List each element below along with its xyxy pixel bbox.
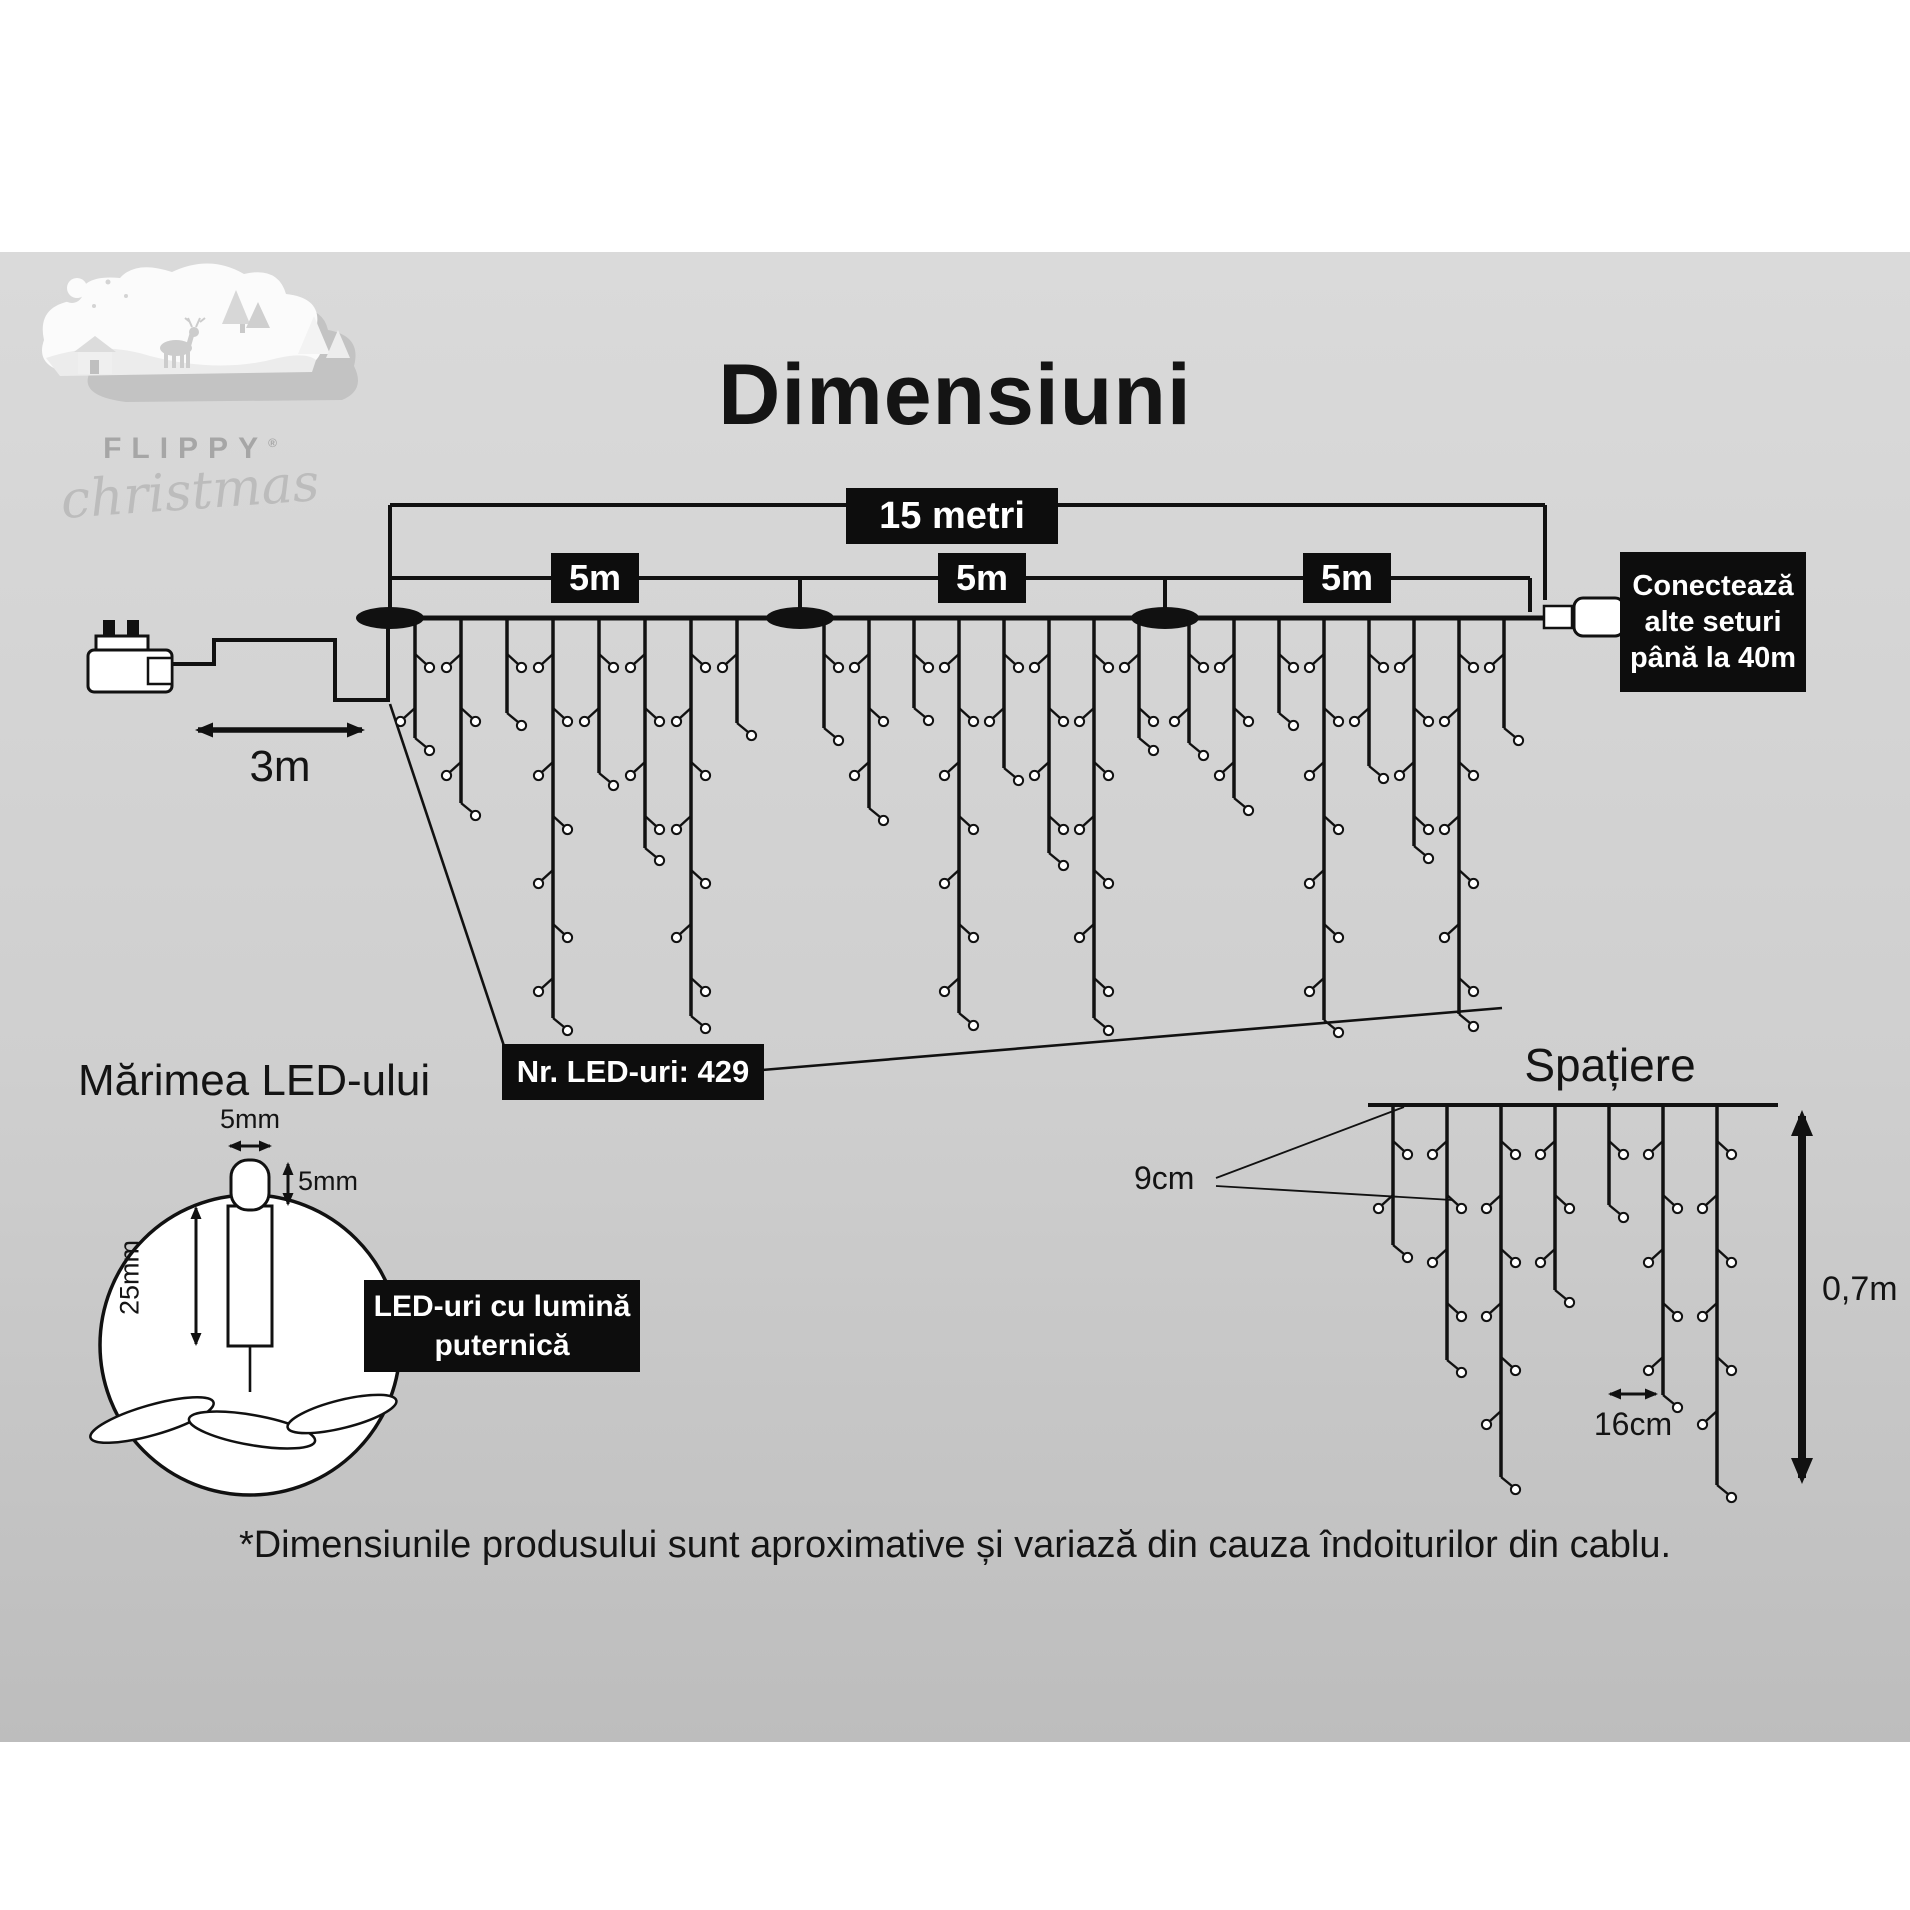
section-length-label-2: 5m: [938, 553, 1026, 603]
connector-ovals: [356, 607, 1199, 629]
led-callout-line: LED-uri cu lumină: [373, 1290, 631, 1323]
spacing-heading: Spațiere: [1524, 1039, 1696, 1091]
nine-cm-leaders: [1215, 1106, 1453, 1201]
dimension-arrows: [190, 1140, 294, 1346]
leader-lines: [388, 703, 1503, 1072]
disclaimer-note: *Dimensiunile produsului sunt aproximati…: [238, 1524, 1672, 1566]
horizontal-gap-label: 16cm: [1593, 1406, 1673, 1442]
total-length-label: 15 metri: [846, 488, 1058, 544]
power-plug-icon: [86, 620, 174, 694]
led-callout-line: puternică: [434, 1329, 570, 1362]
brand-logo: FLIPPY® christmas: [30, 262, 380, 562]
vertical-gap-label: 9cm: [1134, 1160, 1195, 1196]
lead-length-label: 3m: [249, 742, 311, 791]
cap-height-label: 5mm: [298, 1166, 358, 1196]
connector-note: Conectează alte seturi până la 40m: [1620, 552, 1806, 692]
winter-scene-illustration: [42, 263, 358, 402]
connector-note-line: până la 40m: [1629, 642, 1797, 675]
curtain-height-label: 0,7m: [1822, 1270, 1898, 1308]
deer-icon: [160, 317, 206, 368]
connector-note-line: alte seturi: [1644, 605, 1782, 638]
lead-cable: [172, 624, 390, 702]
section-length-label-1: 5m: [551, 553, 639, 603]
connector-note-line: Conectează: [1632, 569, 1794, 602]
icicle-drops: [394, 618, 1738, 1504]
led-bulb-drawing: [226, 1158, 274, 1348]
led-count-label: Nr. LED-uri: 429: [502, 1044, 764, 1100]
cap-width-label: 5mm: [220, 1104, 280, 1134]
brand-name: FLIPPY®: [103, 432, 277, 465]
led-magnifier-circle: [89, 1140, 402, 1497]
section-length-label-3: 5m: [1303, 553, 1391, 603]
body-height-label: 25mm: [114, 1240, 145, 1316]
registered-mark: ®: [268, 436, 277, 450]
led-size-heading: Mărimea LED-ului: [78, 1056, 431, 1105]
twisted-wire: [89, 1395, 215, 1445]
led-brightness-callout: LED-uri cu lumină puternică: [364, 1280, 640, 1372]
spacing-diagram: [1215, 1103, 1813, 1484]
page-title: Dimensiuni: [718, 347, 1192, 443]
